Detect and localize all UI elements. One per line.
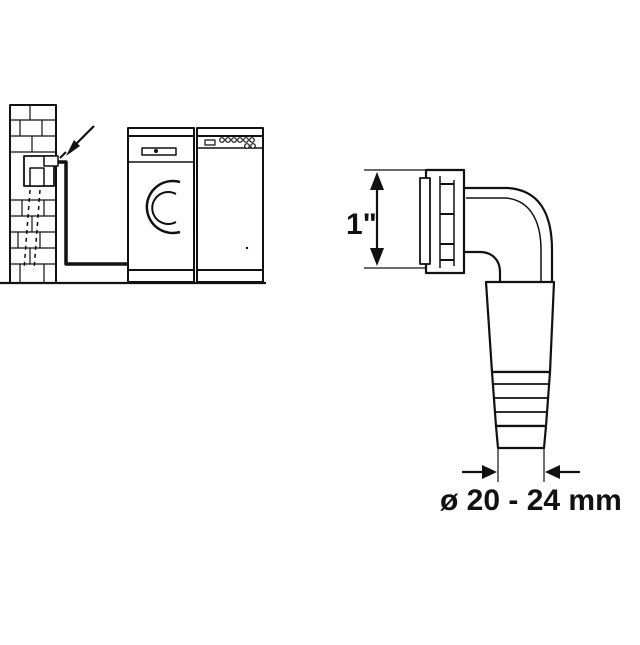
threaded-nut	[419, 168, 466, 275]
elbow-fitting-detail	[364, 168, 580, 482]
hose-adapter	[484, 280, 556, 450]
dryer-machine	[196, 127, 264, 283]
drain-hose	[58, 160, 128, 266]
diameter-dimension	[462, 448, 580, 482]
installation-scene	[0, 104, 266, 285]
dimension-arrow-icon	[364, 169, 426, 269]
elbow-pipe	[460, 186, 554, 290]
hose-diameter-label: ø 20 - 24 mm	[440, 484, 622, 517]
arrow-pointer-icon	[66, 125, 95, 156]
washing-machine	[127, 127, 195, 283]
thread-size-label: 1"	[346, 208, 377, 241]
brick-wall	[9, 104, 59, 284]
